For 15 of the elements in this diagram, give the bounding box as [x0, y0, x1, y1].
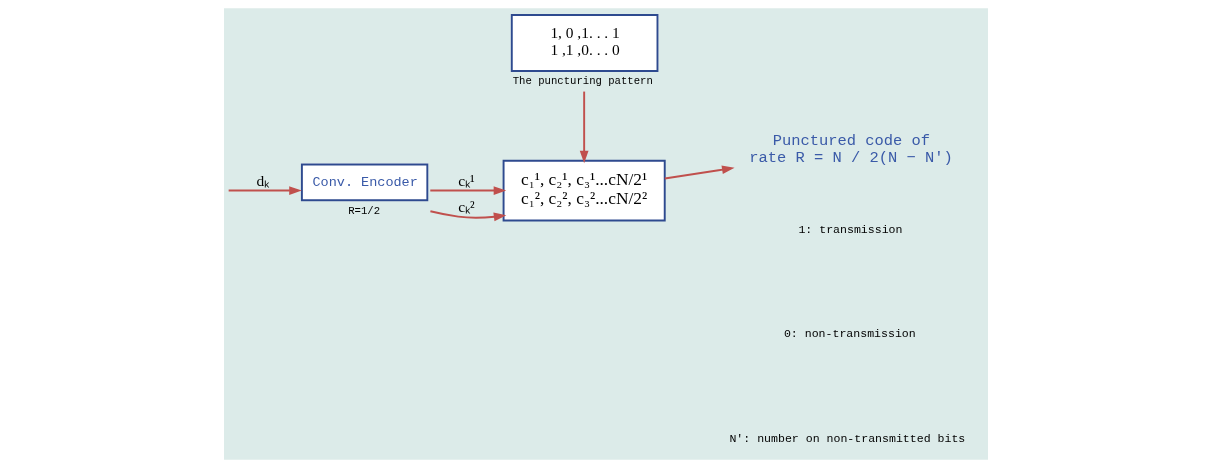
label: 1: transmission — [797, 223, 902, 237]
node-label: R=1/2 — [347, 204, 380, 217]
arrow — [428, 186, 506, 195]
arrow — [663, 165, 735, 180]
arrow — [579, 90, 589, 164]
label: 0: non-transmission — [783, 327, 916, 341]
arrow — [428, 210, 506, 222]
arrow — [227, 186, 302, 195]
node-box: c₁¹, c₂¹, c₃¹...cN/2¹ c₁², c₂², c₃²...cN/2² — [502, 159, 666, 222]
node-label: The puncturing pattern — [512, 75, 653, 88]
node-text: Punctured code of rate R = N / 2(N − N') — [748, 132, 953, 168]
edge-label: cₖ¹ — [457, 171, 475, 189]
edge-label: cₖ² — [457, 197, 475, 215]
label: N': number on non-transmitted bits — [728, 431, 965, 445]
edge-label: dₖ — [256, 171, 269, 189]
